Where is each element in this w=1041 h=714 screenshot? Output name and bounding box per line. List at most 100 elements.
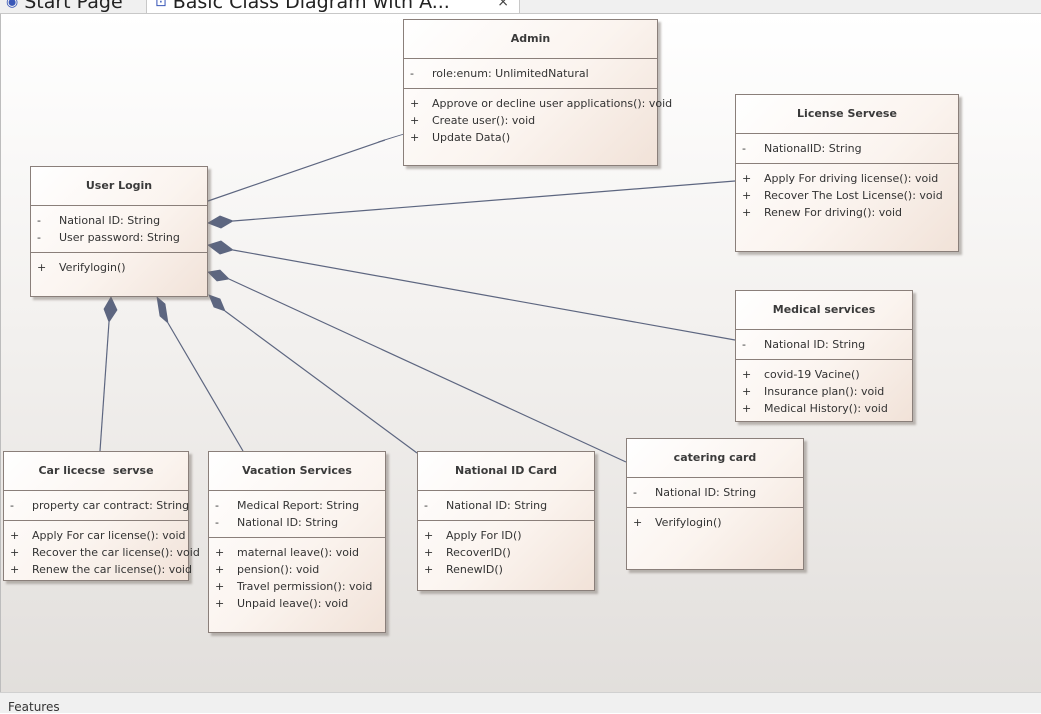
- connector-userlogin-medical[interactable]: [232, 249, 736, 341]
- attribute-text: property car contract: String: [32, 499, 190, 512]
- operation-text: Medical History(): void: [764, 402, 888, 415]
- operation-text: Verifylogin(): [655, 516, 722, 529]
- tab-start-page[interactable]: ◉ Start Page: [0, 0, 123, 13]
- operation-row[interactable]: +Medical History(): void: [736, 400, 912, 417]
- class-admin[interactable]: Admin -role:enum: UnlimitedNatural +Appr…: [403, 19, 672, 166]
- operation-row[interactable]: +RenewID(): [418, 561, 594, 578]
- visibility-marker: -: [742, 338, 746, 351]
- attribute-text: National ID: String: [655, 486, 757, 499]
- visibility-marker: +: [215, 563, 225, 576]
- operation-row[interactable]: + Apply For car license(): void: [4, 527, 188, 544]
- class-vacation-services[interactable]: Vacation Services -Medical Report: Strin…: [208, 451, 386, 633]
- diagram-icon: ⊡: [155, 0, 167, 10]
- operation-row[interactable]: + pension(): void: [209, 561, 385, 578]
- operation-row[interactable]: +maternal leave(): void: [209, 544, 385, 561]
- operation-row[interactable]: +Update Data(): [404, 129, 657, 146]
- operation-row[interactable]: +covid-19 Vacine(): [736, 366, 912, 383]
- operation-row[interactable]: +RecoverID(): [418, 544, 594, 561]
- visibility-marker: +: [410, 114, 420, 127]
- attributes-compartment: - property car contract: String: [4, 491, 190, 521]
- attribute-row[interactable]: -National ID: String: [736, 336, 912, 353]
- status-bar: Features: [0, 692, 1041, 714]
- visibility-marker: +: [10, 529, 20, 542]
- attribute-row[interactable]: - property car contract: String: [4, 497, 190, 514]
- visibility-marker: +: [742, 189, 752, 202]
- operation-text: Unpaid leave(): void: [237, 597, 349, 610]
- diagram-canvas[interactable]: Admin -role:enum: UnlimitedNatural +Appr…: [0, 14, 1041, 692]
- attribute-row[interactable]: -Medical Report: String: [209, 497, 385, 514]
- operation-row[interactable]: +Recover the car license(): void: [4, 544, 200, 561]
- operation-row[interactable]: +Renew the car license(): void: [4, 561, 192, 578]
- class-name: Car licecse servse: [4, 452, 188, 491]
- connector-admin-userlogin[interactable]: [207, 139, 386, 202]
- operation-row[interactable]: +Verifylogin(): [31, 259, 207, 276]
- attribute-row[interactable]: -role:enum: UnlimitedNatural: [404, 65, 657, 82]
- attribute-row[interactable]: -NationalID: String: [736, 140, 958, 157]
- operation-row[interactable]: + Verifylogin(): [627, 514, 803, 531]
- features-label[interactable]: Features: [8, 700, 60, 714]
- connector-userlogin-vacation[interactable]: [167, 322, 244, 452]
- operation-text: Recover The Lost License(): void: [764, 189, 943, 202]
- visibility-marker: -: [742, 142, 746, 155]
- connector-userlogin-catering[interactable]: [228, 278, 627, 463]
- operation-row[interactable]: +Approve or decline user applications():…: [404, 95, 672, 112]
- attributes-compartment: -NationalID: String: [736, 134, 958, 164]
- visibility-marker: +: [742, 172, 752, 185]
- attribute-row[interactable]: -National ID: String: [627, 484, 803, 501]
- visibility-marker: -: [410, 67, 414, 80]
- operation-row[interactable]: + Create user(): void: [404, 112, 657, 129]
- tab-label: Basic Class Diagram with A...: [172, 0, 450, 13]
- operation-row[interactable]: +Travel permission(): void: [209, 578, 385, 595]
- attribute-row[interactable]: -User password: String: [31, 229, 207, 246]
- tab-class-diagram[interactable]: ⊡ Basic Class Diagram with A... ×: [146, 0, 520, 13]
- attribute-row[interactable]: - National ID: String: [209, 514, 385, 531]
- operation-row[interactable]: + Recover The Lost License(): void: [736, 187, 958, 204]
- visibility-marker: +: [633, 516, 643, 529]
- operation-text: pension(): void: [237, 563, 320, 576]
- visibility-marker: +: [410, 97, 420, 110]
- attributes-compartment: -Medical Report: String - National ID: St…: [209, 491, 385, 538]
- visibility-marker: -: [424, 499, 428, 512]
- operation-text: Create user(): void: [432, 114, 536, 127]
- composition-diamond-vacation: [156, 295, 169, 325]
- operation-text: Apply For ID(): [446, 529, 522, 542]
- class-national-id-card[interactable]: National ID Card -National ID: String + A…: [417, 451, 595, 591]
- operation-row[interactable]: + Apply For ID(): [418, 527, 594, 544]
- operation-text: Apply For car license(): void: [32, 529, 186, 542]
- connector-userlogin-car[interactable]: [99, 321, 110, 452]
- attribute-text: National ID: String: [237, 516, 339, 529]
- operation-text: Renew For driving(): void: [764, 206, 902, 219]
- close-icon[interactable]: ×: [497, 0, 509, 10]
- class-license-servese[interactable]: License Servese -NationalID: String + App…: [735, 94, 959, 252]
- visibility-marker: +: [424, 529, 434, 542]
- class-name: License Servese: [736, 95, 958, 134]
- class-name: Admin: [404, 20, 657, 59]
- operation-row[interactable]: +Renew For driving(): void: [736, 204, 958, 221]
- operation-text: Apply For driving license(): void: [764, 172, 939, 185]
- class-name: Vacation Services: [209, 452, 385, 491]
- class-catering-card[interactable]: catering card -National ID: String +Veri…: [626, 438, 804, 570]
- operation-row[interactable]: + Apply For driving license(): void: [736, 170, 958, 187]
- connector-userlogin-nationalid[interactable]: [224, 310, 418, 454]
- class-name: National ID Card: [418, 452, 594, 491]
- class-user-login[interactable]: User Login -National ID: String -User pa…: [30, 166, 208, 297]
- operation-text: RenewID(): [446, 563, 503, 576]
- operation-row[interactable]: +Unpaid leave(): void: [209, 595, 385, 612]
- class-name: User Login: [31, 167, 207, 206]
- visibility-marker: +: [742, 368, 752, 381]
- class-car-license-service[interactable]: Car licecse servse - property car contrac…: [3, 451, 200, 581]
- visibility-marker: -: [10, 499, 14, 512]
- composition-diamond-medical: [207, 240, 234, 255]
- attribute-text: National ID: String: [59, 214, 161, 227]
- operations-compartment: + Apply For car license(): void +Recover …: [4, 521, 200, 578]
- class-medical-services[interactable]: Medical services -National ID: String +c…: [735, 290, 913, 422]
- composition-diamond-license: [207, 215, 234, 229]
- attribute-row[interactable]: -National ID: String: [418, 497, 594, 514]
- visibility-marker: -: [215, 516, 219, 529]
- attribute-row[interactable]: -National ID: String: [31, 212, 207, 229]
- operation-row[interactable]: +Insurance plan(): void: [736, 383, 912, 400]
- visibility-marker: +: [10, 546, 20, 559]
- composition-diamond-catering: [207, 269, 230, 282]
- operation-text: RecoverID(): [446, 546, 511, 559]
- connector-userlogin-license[interactable]: [232, 180, 736, 222]
